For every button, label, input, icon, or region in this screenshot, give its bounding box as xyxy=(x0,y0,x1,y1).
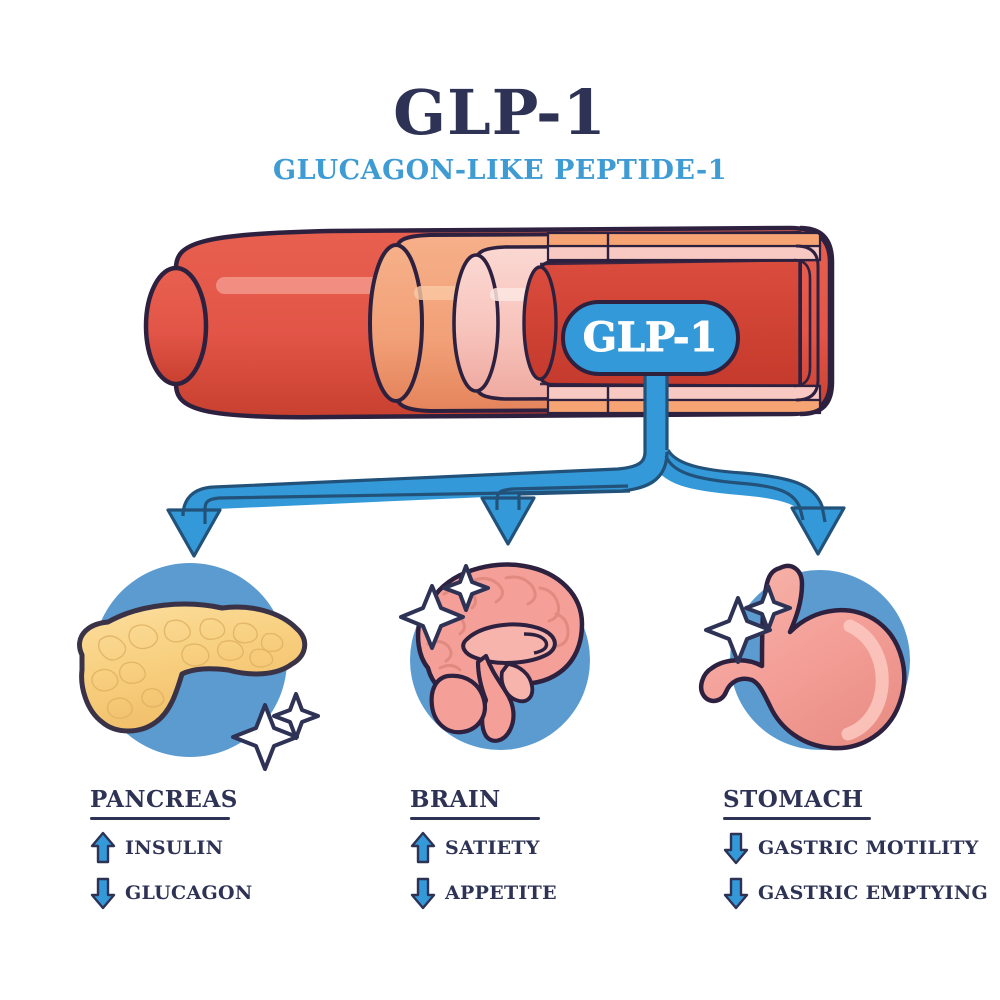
stomach-effect-row: GASTRIC MOTILITY xyxy=(723,831,993,865)
pancreas-effect-label: GLUCAGON xyxy=(125,882,253,904)
stomach-label-panel: STOMACH GASTRIC MOTILITY GASTRIC EMPTYIN… xyxy=(723,786,993,910)
glp1-distribution-arrows xyxy=(166,352,846,558)
brain-effect-row: APPETITE xyxy=(410,876,640,910)
pancreas-label-panel: PANCREAS INSULIN GLUCAGON xyxy=(90,786,320,910)
arrow-down-icon xyxy=(723,832,749,865)
page-title: GLP-1 xyxy=(393,76,607,149)
stomach-effect-label: GASTRIC MOTILITY xyxy=(758,837,979,859)
brain-title: BRAIN xyxy=(410,786,501,813)
glp1-badge-label: GLP-1 xyxy=(583,314,718,361)
stomach-effect-label: GASTRIC EMPTYING xyxy=(758,882,989,904)
brain-effect-label: SATIETY xyxy=(445,837,540,859)
pancreas-effect-row: INSULIN xyxy=(90,831,320,865)
brain-rule xyxy=(410,817,540,820)
glp1-badge[interactable]: GLP-1 xyxy=(561,300,740,376)
sparkle-icon xyxy=(399,584,465,650)
arrow-down-icon xyxy=(723,877,749,910)
pancreas-title: PANCREAS xyxy=(90,786,238,813)
sparkle-icon xyxy=(442,564,490,612)
pancreas-icon xyxy=(77,563,320,771)
arrow-up-icon xyxy=(410,831,436,864)
stomach-title: STOMACH xyxy=(723,786,864,813)
pancreas-rule xyxy=(90,817,230,820)
pancreas-effect-label: INSULIN xyxy=(125,837,224,859)
sparkle-icon xyxy=(272,692,320,740)
stomach-rule xyxy=(723,817,871,820)
arrow-down-icon xyxy=(410,877,436,910)
brain-icon xyxy=(399,562,590,750)
arrow-up-icon xyxy=(90,831,116,864)
stomach-icon xyxy=(699,563,910,751)
brain-effect-label: APPETITE xyxy=(445,882,557,904)
stomach-effect-row: GASTRIC EMPTYING xyxy=(723,876,993,910)
sparkle-icon xyxy=(231,703,299,771)
sparkle-icon xyxy=(704,596,772,664)
brain-label-panel: BRAIN SATIETY APPETITE xyxy=(410,786,640,910)
page-subtitle: GLUCAGON-LIKE PEPTIDE-1 xyxy=(273,155,727,186)
sparkle-icon xyxy=(744,584,792,632)
arrow-down-icon xyxy=(90,877,116,910)
brain-effect-row: SATIETY xyxy=(410,831,640,865)
pancreas-effect-row: GLUCAGON xyxy=(90,876,320,910)
